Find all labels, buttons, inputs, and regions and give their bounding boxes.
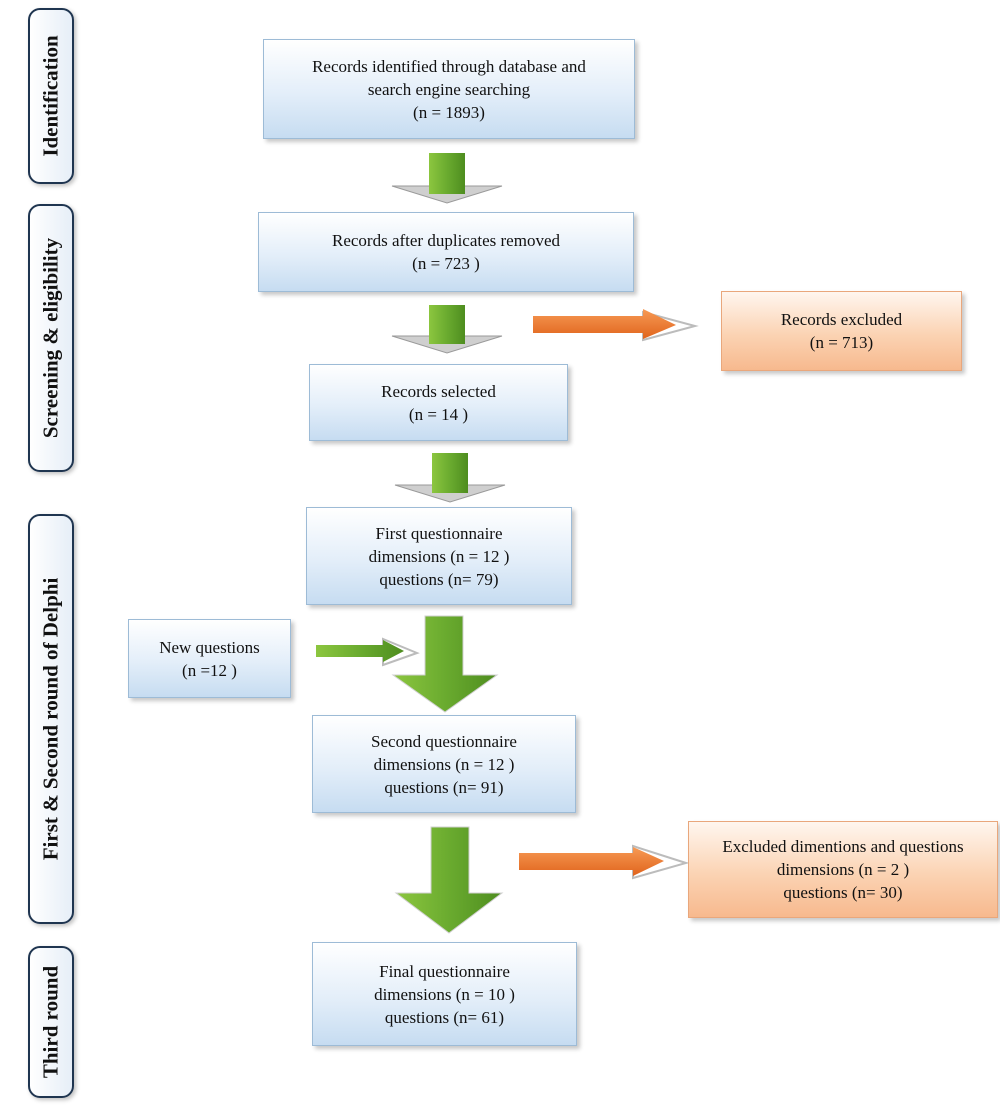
box-line: dimensions (n = 10 )	[374, 984, 515, 1004]
box-line: Records selected	[381, 381, 496, 401]
down-arrow-5	[394, 826, 504, 934]
box-new-questions: New questions (n =12 )	[128, 619, 291, 698]
box-duplicates-removed: Records after duplicates removed (n = 72…	[258, 212, 634, 292]
stage-identification: Identification	[28, 8, 74, 184]
stage-delphi: First & Second round of Delphi	[28, 514, 74, 924]
box-line: dimensions (n = 2 )	[776, 860, 910, 879]
box-excluded-dimensions: Excluded dimentions and questions dimens…	[688, 821, 998, 918]
box-first-questionnaire: First questionnaire dimensions (n = 12 )…	[306, 507, 572, 605]
down-arrow-2	[391, 305, 503, 354]
right-arrow-excluded-dimensions	[519, 844, 690, 880]
box-line: (n = 713)	[809, 333, 874, 352]
down-arrow-4	[391, 615, 499, 713]
box-final-questionnaire: Final questionnaire dimensions (n = 10 )…	[312, 942, 577, 1046]
box-line: dimensions (n = 12 )	[368, 546, 510, 566]
box-line: questions (n= 79)	[379, 569, 499, 589]
down-arrow-1	[391, 153, 503, 204]
box-line: (n = 723 )	[412, 254, 480, 273]
box-line: Records excluded	[780, 310, 903, 329]
box-line: Final questionnaire	[379, 961, 510, 981]
box-line: (n =12 )	[182, 660, 237, 680]
box-records-selected: Records selected (n = 14 )	[309, 364, 568, 441]
box-line: Excluded dimentions and questions	[722, 837, 964, 856]
box-line: Records identified through database and	[312, 56, 586, 76]
box-line: search engine searching	[367, 79, 531, 99]
box-line: First questionnaire	[375, 523, 503, 543]
box-line: Records after duplicates removed	[332, 231, 560, 250]
box-second-questionnaire: Second questionnaire dimensions (n = 12 …	[312, 715, 576, 813]
box-line: questions (n= 61)	[384, 1007, 505, 1027]
box-records-excluded: Records excluded (n = 713)	[721, 291, 962, 371]
stage-third-round: Third round	[28, 946, 74, 1098]
box-line: (n = 1893)	[413, 102, 485, 122]
box-line: dimensions (n = 12 )	[373, 754, 515, 774]
box-records-identified: Records identified through database and …	[263, 39, 635, 139]
box-line: questions (n= 91)	[384, 777, 504, 797]
box-line: questions (n= 30)	[783, 883, 903, 902]
down-arrow-3	[394, 453, 506, 503]
box-line: (n = 14 )	[408, 404, 469, 424]
stage-screening: Screening & eligibility	[28, 204, 74, 472]
box-line: Second questionnaire	[371, 731, 517, 751]
right-arrow-new-questions	[316, 637, 420, 667]
box-line: New questions	[159, 637, 260, 657]
right-arrow-excluded	[533, 309, 699, 342]
